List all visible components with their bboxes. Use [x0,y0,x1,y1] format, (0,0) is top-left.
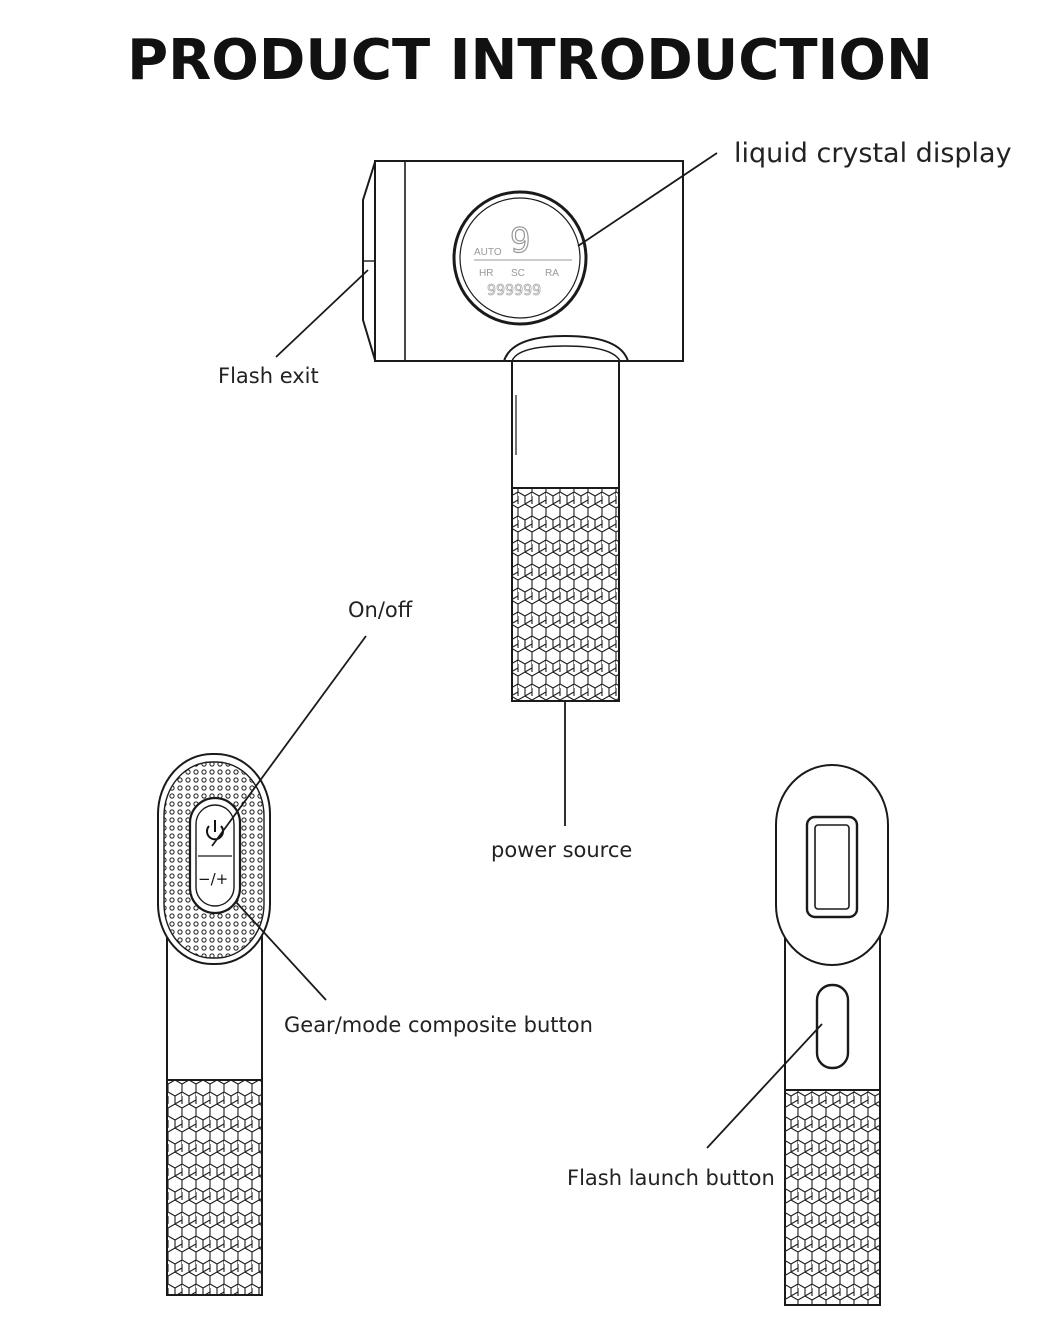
leader-flash-launch [706,1023,823,1149]
lcd-sc: SC [511,268,525,279]
label-gear-mode: Gear/mode composite button [284,1013,593,1037]
label-flash-launch: Flash launch button [567,1166,775,1190]
leader-gear-mode [235,901,327,1001]
label-power-source: power source [491,838,633,862]
right-device [775,764,889,1306]
leader-lcd [577,152,718,247]
lcd-counter: 999999 [487,281,541,299]
left-handle-grip [166,1079,263,1296]
leader-on-off [211,635,367,847]
lcd-ra: RA [545,268,559,279]
handle-grip [511,487,620,702]
callout-lines [211,152,823,1149]
left-device [157,753,271,1296]
lcd-digit: 9 [510,221,530,261]
gear-mode-icon[interactable]: −/+ [198,870,228,888]
flash-launch-button [815,983,850,1070]
page-title: PRODUCT INTRODUCTION [127,28,933,93]
label-liquid-crystal-display: liquid crystal display [734,138,1012,169]
lcd-screen [459,197,581,319]
label-flash-exit: Flash exit [218,364,319,388]
lcd-auto: AUTO [474,247,502,258]
label-on-off: On/off [348,598,413,622]
device-neck [502,334,630,362]
lcd-hr: HR [479,268,493,279]
top-device [362,160,684,702]
leader-flash-exit [275,269,369,358]
right-handle-grip [784,1089,881,1306]
